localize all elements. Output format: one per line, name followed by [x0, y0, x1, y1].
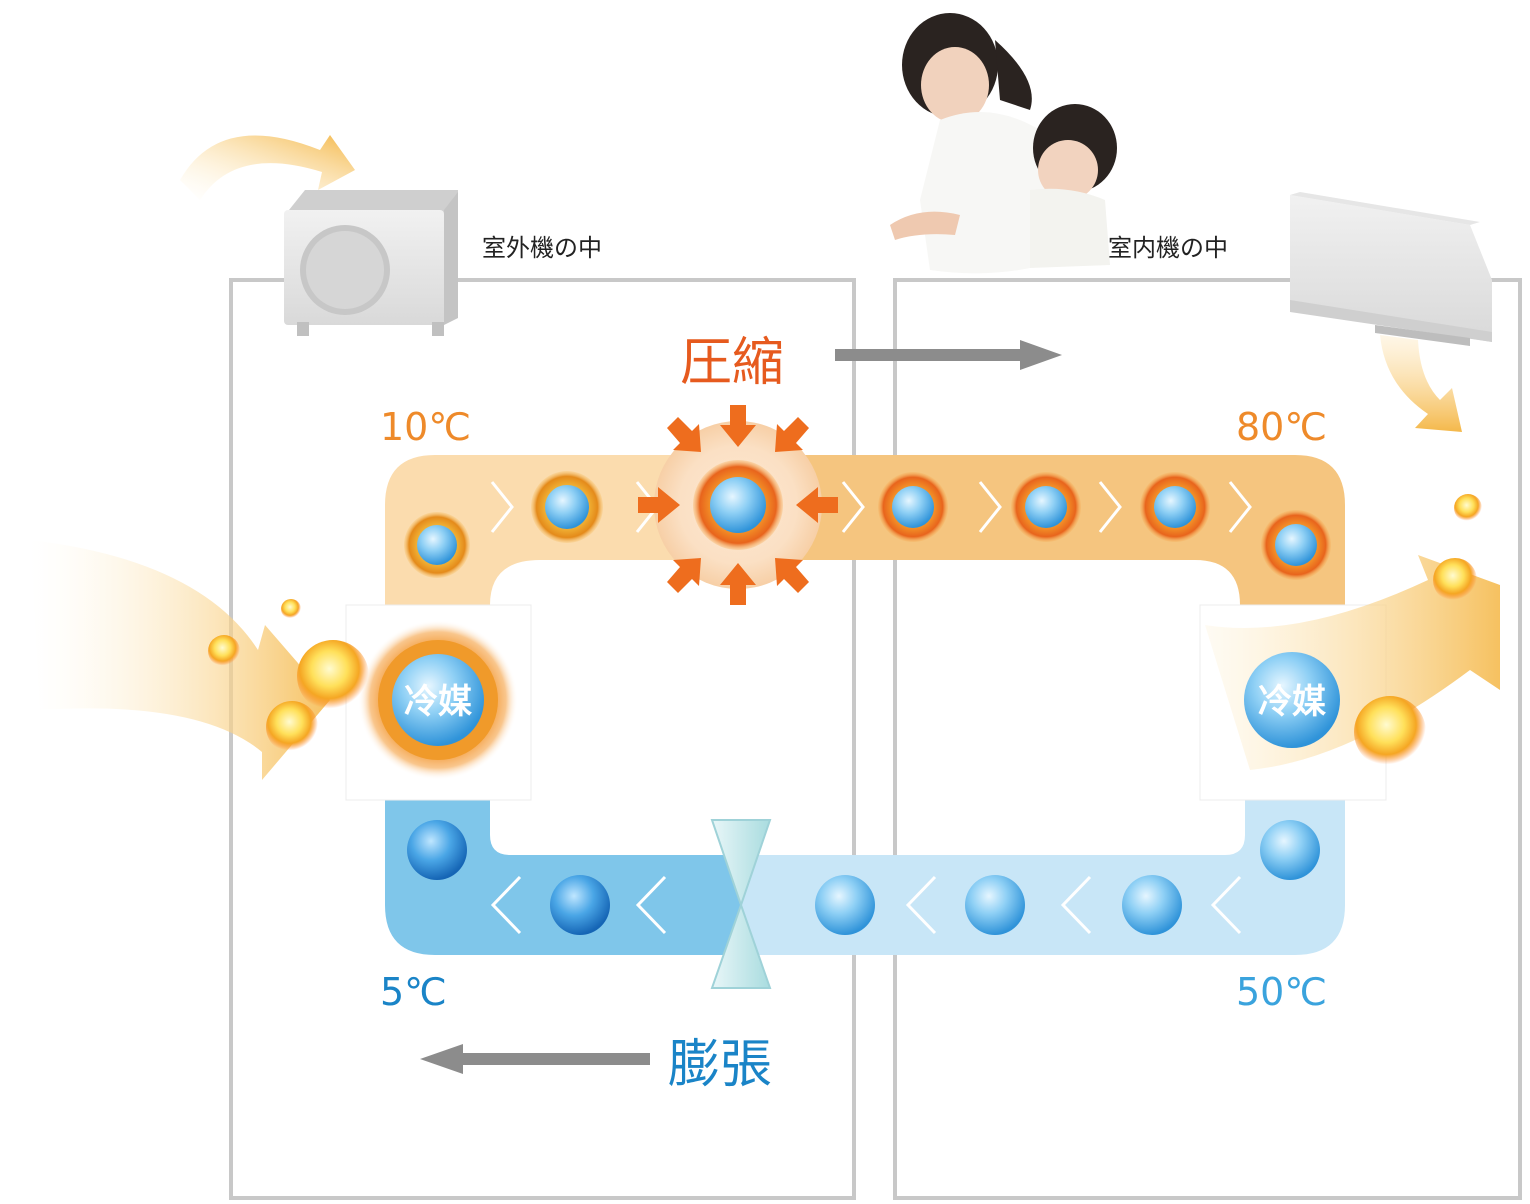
compression-direction-arrow — [835, 340, 1062, 370]
outdoor-air-intake-arrow — [30, 540, 330, 780]
outdoor-unit-label: 室外機の中 — [482, 234, 602, 262]
temp-cold-in: 50℃ — [1236, 970, 1327, 1014]
outdoor-frame — [229, 278, 856, 1200]
indoor-frame — [893, 278, 1522, 1200]
hot-refrigerant-balls — [404, 471, 1331, 580]
temp-hot-out: 80℃ — [1236, 405, 1327, 449]
indoor-refrigerant-ball — [1244, 652, 1340, 748]
temp-hot-in: 10℃ — [380, 405, 471, 449]
indoor-refrigerant-label: 冷媒 — [1258, 682, 1327, 722]
expansion-direction-arrow — [420, 1044, 650, 1074]
indoor-unit-icon — [1290, 192, 1492, 346]
expansion-valve-icon — [710, 819, 772, 989]
air-intake-arrow — [180, 135, 355, 200]
heat-particles-left — [208, 599, 369, 753]
people-photo — [890, 13, 1117, 274]
expansion-label: 膨張 — [668, 1035, 772, 1095]
indoor-unit-label: 室内機の中 — [1108, 234, 1228, 262]
heat-particles-right — [1354, 494, 1482, 768]
warm-air-down-arrow — [1380, 335, 1462, 432]
cold-refrigerant-balls — [407, 820, 1320, 935]
compression-burst-icon — [638, 405, 838, 605]
outdoor-unit-icon — [284, 190, 458, 336]
outdoor-refrigerant-label: 冷媒 — [404, 682, 473, 722]
cold-flow-chevrons — [490, 875, 1242, 935]
outdoor-refrigerant-ball — [358, 620, 518, 780]
compression-label: 圧縮 — [680, 333, 784, 393]
cold-pipe — [385, 800, 1345, 955]
temp-cold-out: 5℃ — [380, 970, 447, 1014]
